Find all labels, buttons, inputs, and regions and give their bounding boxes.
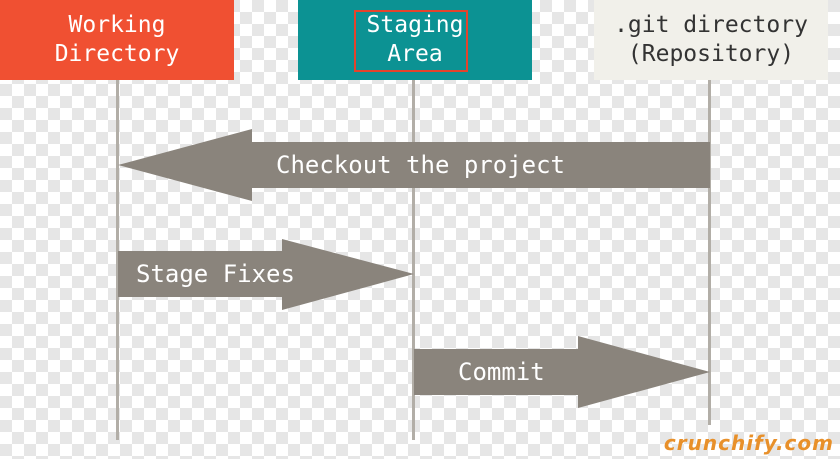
staging-area-lifeline [412,80,415,440]
staging-area-header: Staging Area [298,0,532,80]
commit-arrow [414,336,710,408]
repository-lifeline [708,80,711,425]
stage-fixes-arrow-label: Stage Fixes [136,260,295,288]
git-repository-header: .git directory (Repository) [594,0,828,80]
working-directory-header: Working Directory [0,0,234,80]
staging-area-highlight [354,10,468,72]
checkout-arrow-label: Checkout the project [276,151,565,179]
watermark-logo: crunchify.com [663,431,834,455]
commit-arrow-label: Commit [458,358,545,386]
working-directory-lifeline [116,80,119,440]
checkout-arrow [118,129,710,201]
stage-fixes-arrow [118,239,414,310]
